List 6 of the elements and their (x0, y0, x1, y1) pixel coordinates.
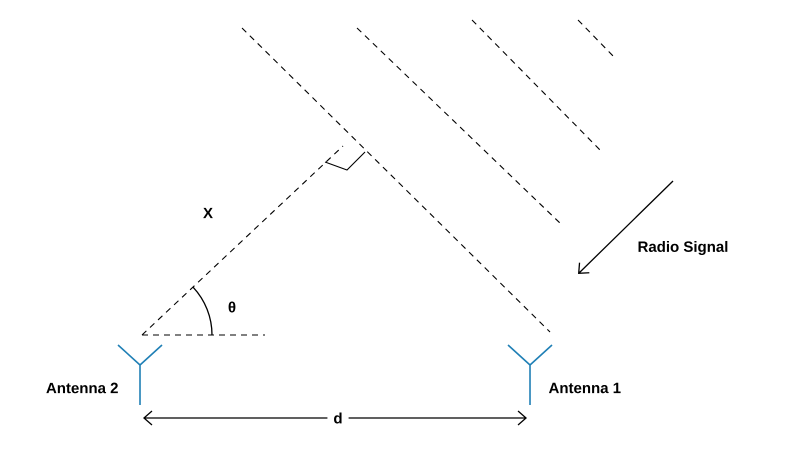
angle-label: θ (228, 302, 236, 312)
label: Antenna 1 (548, 382, 621, 394)
dimension-label: d (327, 406, 349, 430)
label: Antenna 2 (46, 382, 118, 394)
label: Radio Signal (638, 240, 728, 256)
label: X (203, 208, 213, 218)
